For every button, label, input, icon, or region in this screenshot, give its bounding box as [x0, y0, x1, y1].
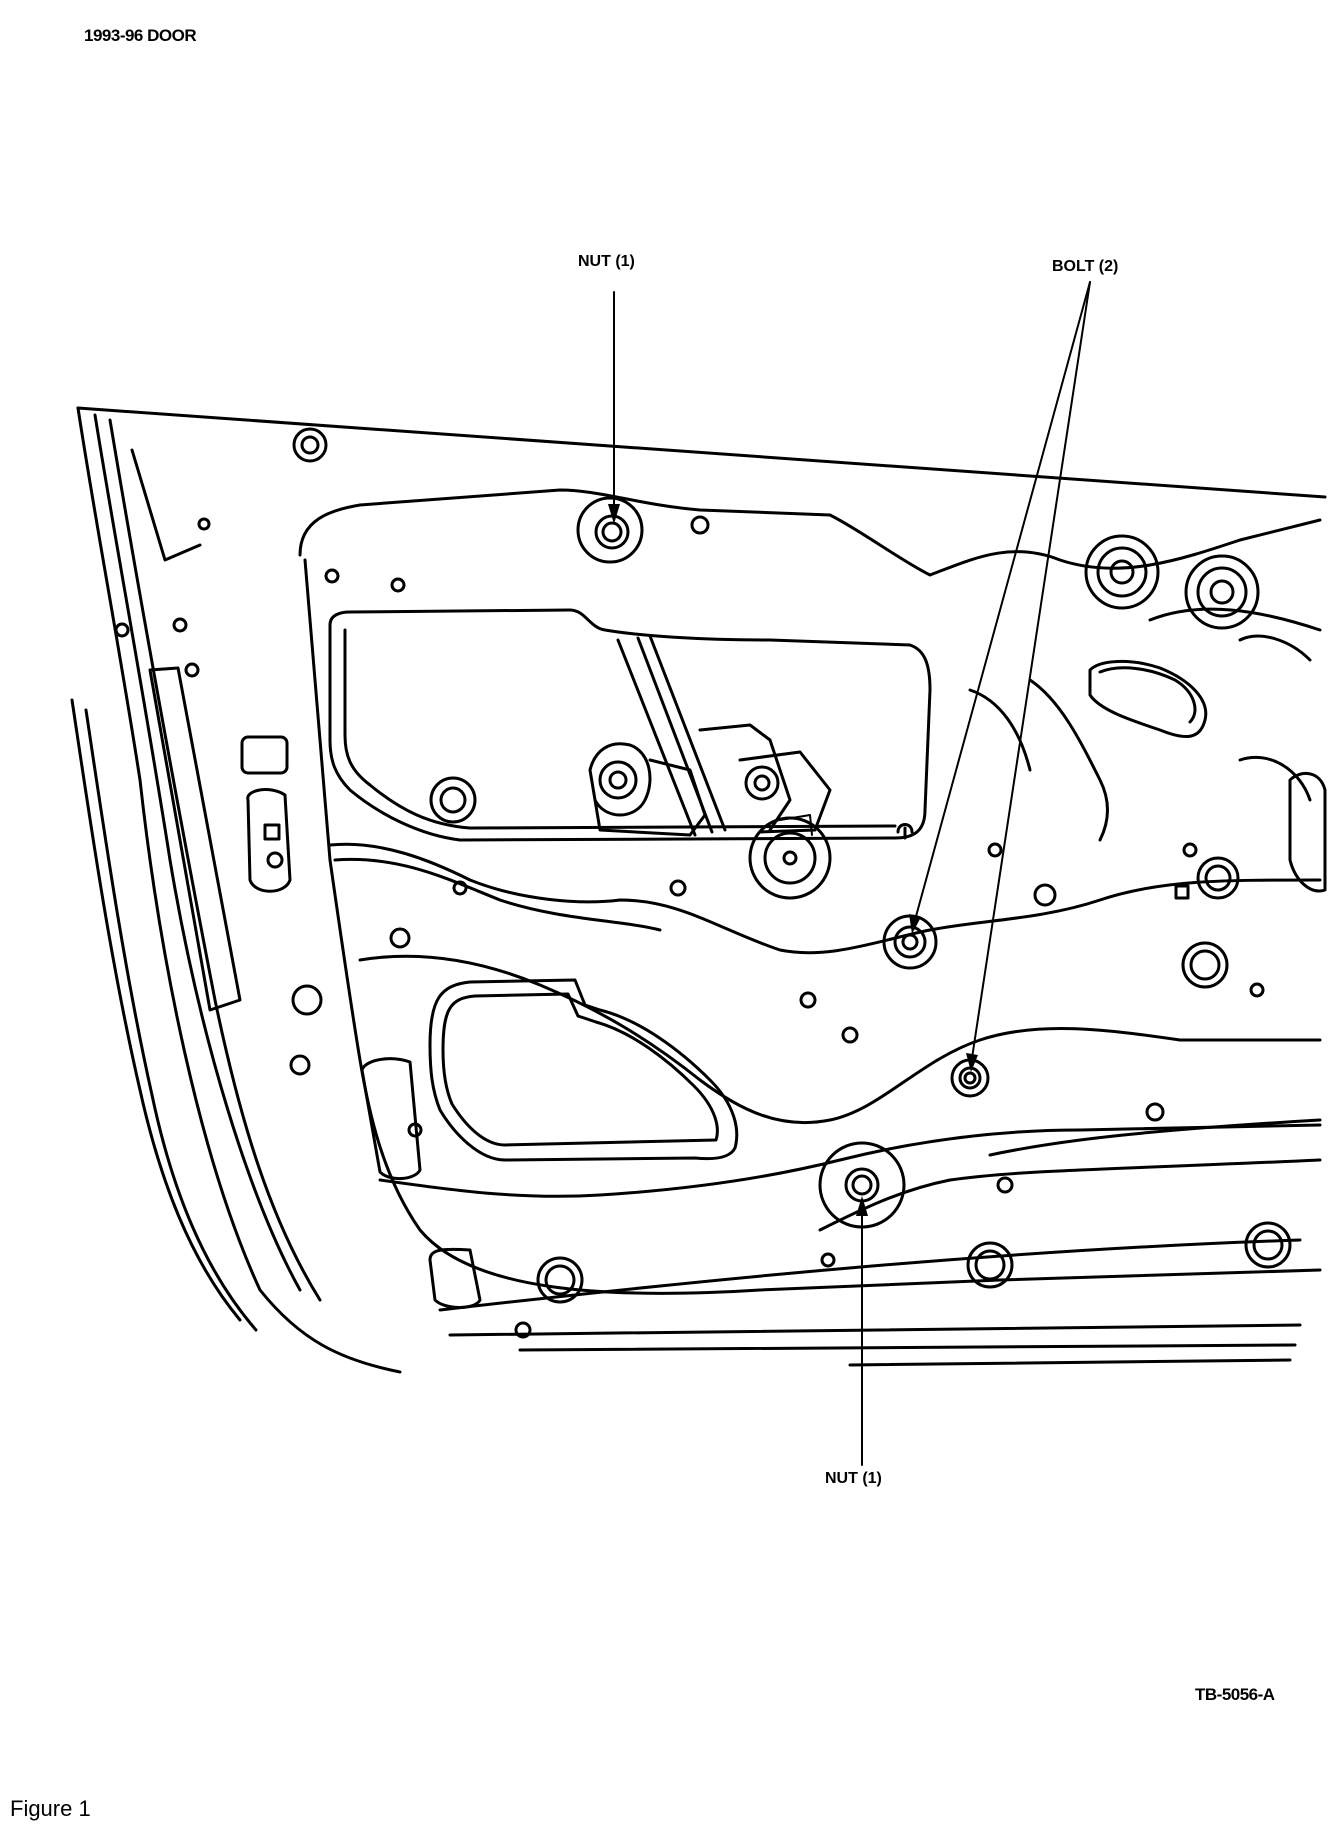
right-cutouts — [968, 607, 1327, 893]
figure-caption: Figure 1 — [10, 1796, 91, 1821]
callout-nut-bottom: NUT (1) — [825, 1470, 882, 1487]
inner-panel — [298, 488, 1322, 1295]
drawing-code: TB-5056-A — [1195, 1685, 1275, 1704]
upper-access-opening — [328, 608, 932, 842]
callout-bolt: BOLT (2) — [1052, 258, 1119, 275]
callout-nut-top: NUT (1) — [578, 253, 635, 270]
lower-access-opening — [428, 978, 739, 1162]
panel-holes — [197, 427, 1292, 1289]
diagram-header: 1993-96 DOOR — [84, 26, 197, 45]
fasteners — [576, 496, 990, 1229]
bolt-upper — [882, 914, 938, 970]
left-features — [114, 617, 584, 1339]
door-shell — [70, 406, 1327, 1374]
window-regulator — [588, 634, 832, 837]
leader-lines — [608, 281, 1091, 1466]
